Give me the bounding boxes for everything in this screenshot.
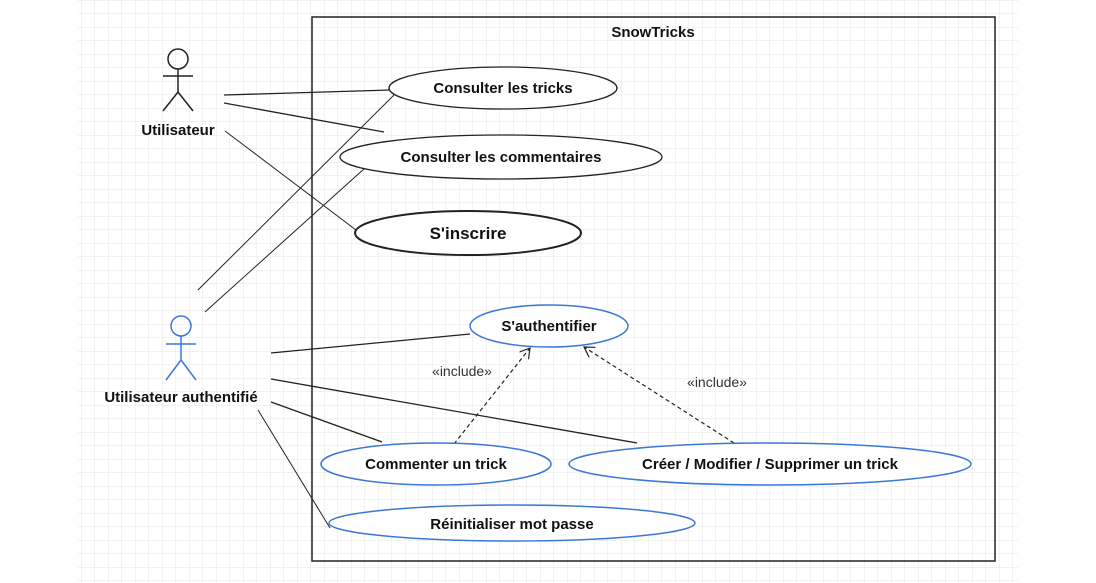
assoc-auth-comment [270,401,383,443]
actor-auth-user [165,315,197,381]
use-case-reset-password-label: Réinitialiser mot passe [430,516,593,533]
actor-auth-user-label: Utilisateur authentifié [104,389,257,406]
actor-user-label: Utilisateur [141,122,215,139]
use-case-authenticate-label: S'authentifier [501,318,596,335]
use-case-comment-label: Commenter un trick [365,456,507,473]
include-crud-to-auth [584,347,735,444]
include-label-left: «include» [432,363,492,379]
system-title: SnowTricks [611,24,694,41]
use-case-crud-trick: Créer / Modifier / Supprimer un trick [568,442,972,486]
assoc-auth-consult-tricks [197,94,395,291]
use-case-signup: S'inscrire [354,210,582,256]
associations [197,89,638,529]
assoc-auth-crud [270,378,638,444]
use-case-signup-label: S'inscrire [430,224,507,243]
actor-user [162,48,194,112]
use-case-comment: Commenter un trick [320,442,552,486]
use-case-crud-trick-label: Créer / Modifier / Supprimer un trick [642,456,899,473]
use-case-consult-tricks-label: Consulter les tricks [433,80,572,97]
assoc-user-consult-comments [223,102,385,133]
assoc-user-consult-tricks [223,89,391,96]
use-case-authenticate: S'authentifier [469,304,629,348]
system-boundary: SnowTricks [311,16,996,562]
use-case-consult-comments: Consulter les commentaires [339,134,663,180]
use-case-consult-comments-label: Consulter les commentaires [401,149,602,166]
assoc-user-signup [224,130,357,231]
use-case-consult-tricks: Consulter les tricks [388,66,618,110]
include-label-right: «include» [687,374,747,390]
assoc-auth-authenticate [270,333,471,354]
assoc-auth-consult-comments [204,167,366,313]
use-case-reset-password: Réinitialiser mot passe [328,504,696,542]
include-dependencies [453,347,735,445]
assoc-auth-reset [257,409,331,529]
